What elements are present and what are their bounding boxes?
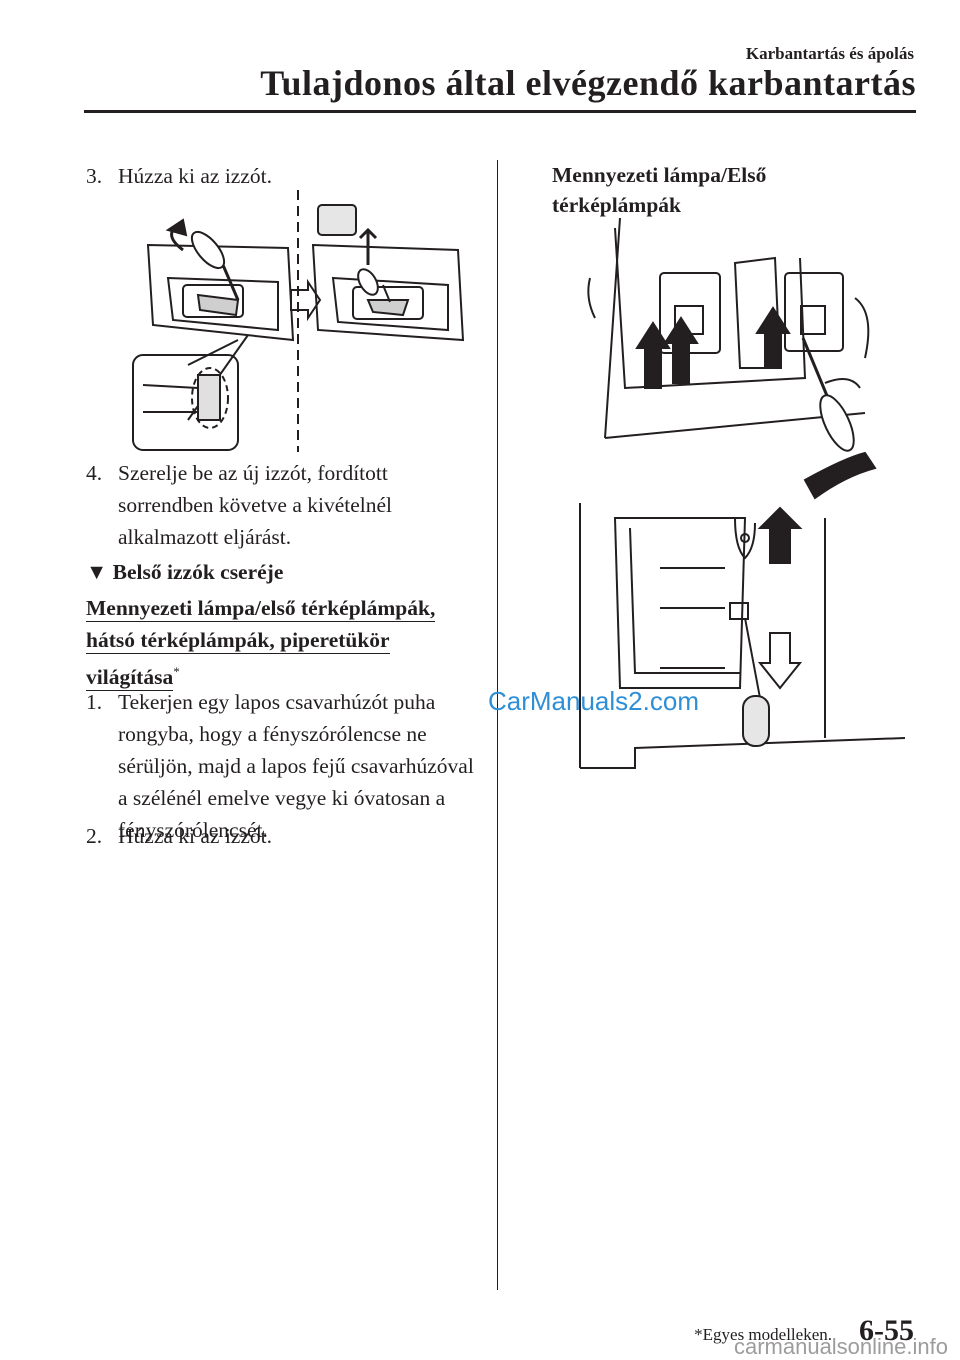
step-number: 3. — [86, 164, 103, 188]
subheading: Mennyezeti lámpa/első térképlámpák, háts… — [86, 592, 466, 693]
subheading-line-2: hátsó térképlámpák, piperetükör — [86, 628, 390, 654]
chapter-title: Tulajdonos által elvégzendő karbantartás — [260, 63, 916, 103]
section-title: Karbantartás és ápolás — [745, 44, 914, 63]
bulb-removal-illustration — [132, 190, 465, 452]
subheading-line-3: világítása — [86, 665, 174, 692]
step-number: 2. — [86, 824, 103, 848]
column-divider — [497, 160, 498, 1290]
watermark-bottom: carmanualsonline.info — [733, 1334, 948, 1359]
step-4: 4. Szerelje be az új izzót, fordított so… — [86, 457, 476, 553]
section-heading-text: Belső izzók cseréje — [112, 560, 284, 584]
overhead-lamp-illustration — [579, 218, 906, 769]
footnote: *Egyes modelleken. — [694, 1325, 832, 1344]
step-text: Szerelje be az új izzót, fordított sorre… — [118, 461, 393, 549]
section-heading: ▼ Belső izzók cseréje — [86, 556, 283, 588]
watermark-middle: CarManuals2.com — [488, 686, 699, 716]
subheading-line-1: Mennyezeti lámpa/első térképlámpák, — [86, 596, 436, 622]
right-heading-line-1: Mennyezeti lámpa/Első — [552, 163, 767, 187]
step-3: 3. Húzza ki az izzót. — [86, 160, 476, 192]
page-number: 6-55 — [859, 1314, 914, 1347]
step-number: 1. — [86, 690, 103, 714]
triangle-marker-icon: ▼ — [86, 560, 108, 584]
step-2: 2. Húzza ki az izzót. — [86, 820, 476, 852]
right-heading: Mennyezeti lámpa/Első térképlámpák — [552, 160, 872, 220]
footnote-mark: * — [173, 664, 180, 679]
right-heading-line-2: térképlámpák — [552, 193, 681, 217]
step-text: Húzza ki az izzót. — [118, 164, 272, 188]
step-text: Tekerjen egy lapos csavarhúzót puha rong… — [118, 690, 474, 842]
header-rule — [84, 110, 916, 113]
step-text: Húzza ki az izzót. — [118, 824, 272, 848]
step-1: 1. Tekerjen egy lapos csavarhúzót puha r… — [86, 686, 476, 846]
step-number: 4. — [86, 461, 103, 485]
